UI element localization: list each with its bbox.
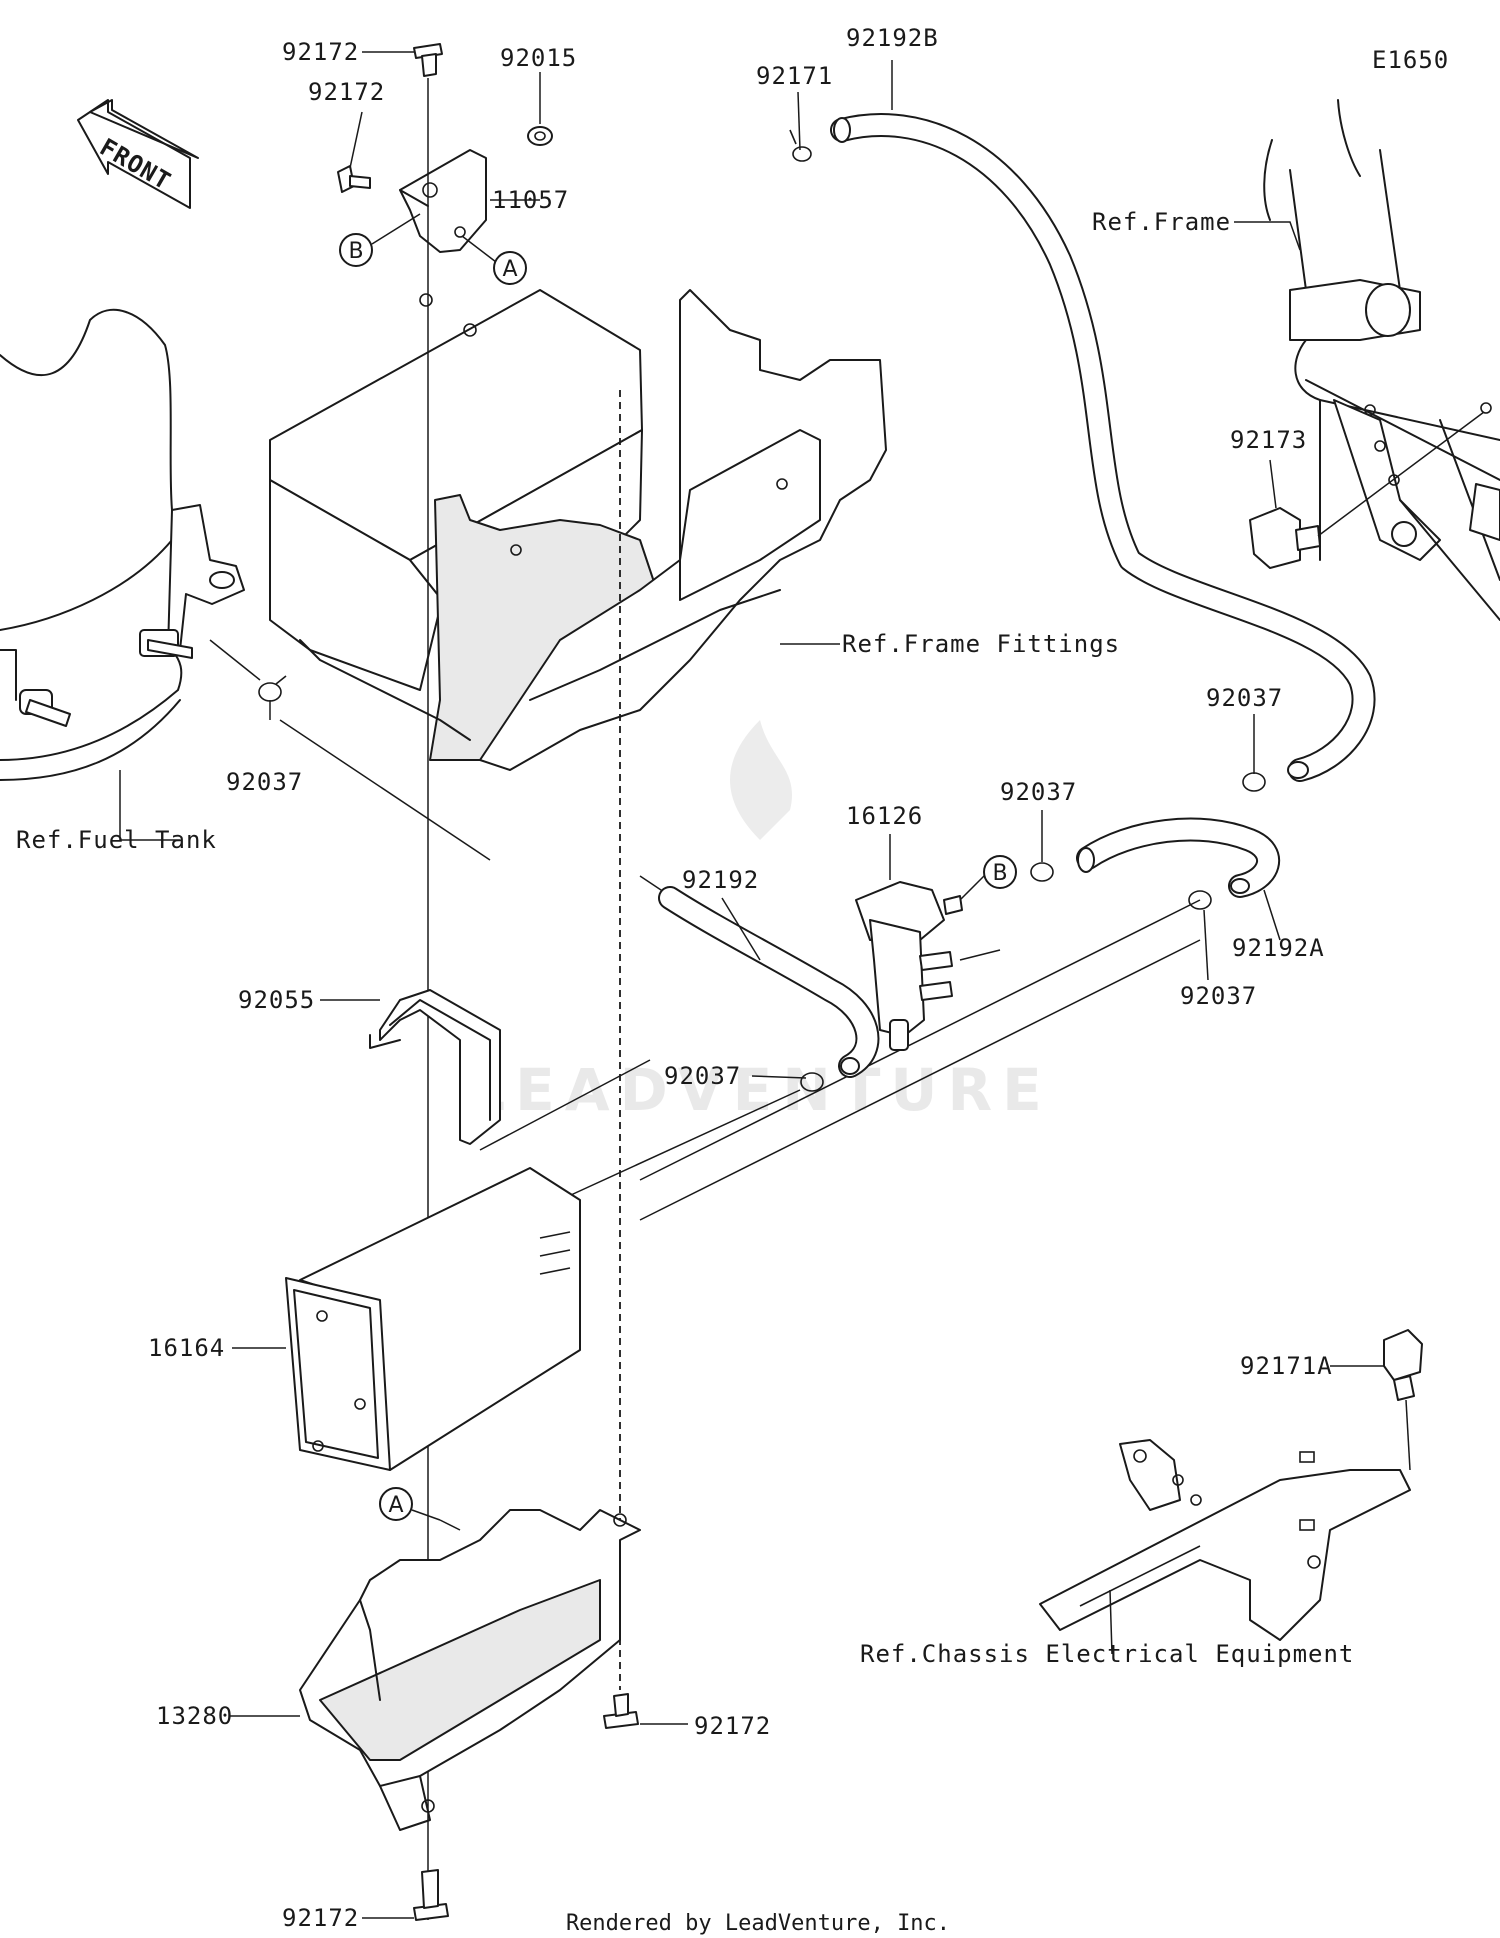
label-92015: 92015	[500, 44, 577, 72]
label-ref-fuel-tank: Ref.Fuel Tank	[16, 826, 217, 854]
label-ref-chassis: Ref.Chassis Electrical Equipment	[860, 1640, 1354, 1668]
label-92192a: 92192A	[1232, 934, 1325, 962]
bolt-92172-bottom	[413, 1869, 449, 1921]
clamp-92037-lower	[1188, 890, 1212, 910]
clip-92173	[1249, 402, 1492, 569]
label-ref-frame-fittings: Ref.Frame Fittings	[842, 630, 1120, 658]
label-92171a: 92171A	[1240, 1352, 1333, 1380]
footer-credit: Rendered by LeadVenture, Inc.	[566, 1911, 950, 1936]
label-92037-lower: 92037	[1180, 982, 1257, 1010]
label-13280: 13280	[156, 1702, 233, 1730]
hose-92192b	[830, 113, 1376, 782]
part-labels: 92172 92015 92172 11057 92171 92192B Ref…	[16, 24, 1449, 1932]
label-92171: 92171	[756, 62, 833, 90]
callout-a-bottom: A	[379, 1487, 441, 1521]
label-92055: 92055	[238, 986, 315, 1014]
bolt-92172-top	[413, 43, 443, 77]
label-92037-left: 92037	[226, 768, 303, 796]
clamp-92171	[789, 129, 812, 162]
frame-fittings	[269, 289, 887, 771]
front-direction-arrow: FRONT	[77, 99, 199, 209]
label-leaders	[119, 51, 1384, 1919]
label-92172-b: 92172	[308, 78, 385, 106]
callout-b-top: B	[339, 213, 421, 267]
frame	[1263, 99, 1500, 621]
label-16126: 16126	[846, 802, 923, 830]
diagram-code: E1650	[1372, 46, 1449, 74]
label-92172-right: 92172	[694, 1712, 771, 1740]
label-92172-top: 92172	[282, 38, 359, 66]
bolt-92172-right	[603, 1693, 639, 1729]
label-92192: 92192	[682, 866, 759, 894]
nut-92015	[527, 126, 553, 146]
band-92055	[369, 989, 501, 1145]
label-16164: 16164	[148, 1334, 225, 1362]
canister-16164	[285, 1167, 581, 1471]
watermark-text: LEADVENTURE	[468, 1056, 1052, 1124]
svg-text:B: B	[992, 861, 1007, 886]
valve-16126	[855, 881, 963, 1051]
svg-text:B: B	[348, 239, 363, 264]
clamp-92037-hose	[800, 1072, 824, 1092]
tray-13280	[299, 1509, 641, 1831]
hose-92192a	[1076, 817, 1281, 898]
hose-92192	[658, 886, 880, 1078]
bracket-11057	[399, 149, 487, 253]
watermark: LEADVENTURE	[468, 720, 1052, 1124]
bolt-92172-b	[337, 165, 371, 193]
label-92173: 92173	[1230, 426, 1307, 454]
label-92172-bottom: 92172	[282, 1904, 359, 1932]
clamp-92037-right	[1242, 772, 1266, 792]
fuel-tank	[0, 308, 245, 781]
svg-text:A: A	[388, 1493, 403, 1518]
label-92192b: 92192B	[846, 24, 939, 52]
callout-a-top: A	[461, 235, 527, 285]
chassis-bracket	[1039, 1439, 1411, 1641]
clamp-92037-mid	[1030, 862, 1054, 882]
clamp-92037-left	[258, 675, 287, 702]
label-ref-frame: Ref.Frame	[1092, 208, 1231, 236]
label-92037-mid: 92037	[1000, 778, 1077, 806]
clip-92171a	[1383, 1329, 1423, 1471]
label-11057: 11057	[492, 186, 569, 214]
callout-b-valve: B	[959, 855, 1017, 901]
label-92037-hose: 92037	[664, 1062, 741, 1090]
svg-text:A: A	[502, 257, 517, 282]
label-92037-right: 92037	[1206, 684, 1283, 712]
